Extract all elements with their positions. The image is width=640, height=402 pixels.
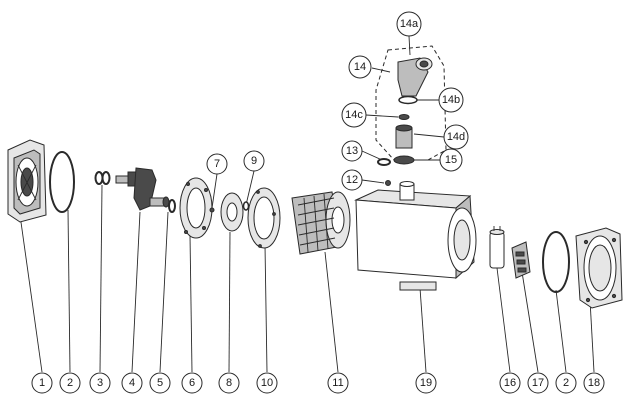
callout-17: 17 — [527, 372, 549, 394]
callout-bubbles: 1 2 3 4 5 6 7 8 — [31, 11, 605, 394]
svg-text:14b: 14b — [442, 94, 460, 106]
callout-2-left: 2 — [59, 372, 81, 394]
callout-15: 15 — [439, 148, 463, 172]
callout-14d: 14d — [443, 124, 469, 150]
svg-text:1: 1 — [39, 377, 45, 389]
leader-lines — [19, 35, 595, 373]
svg-text:13: 13 — [346, 145, 358, 157]
small-fittings-part — [377, 155, 415, 186]
svg-text:4: 4 — [129, 377, 135, 389]
front-cover-part — [7, 139, 47, 223]
callout-5: 5 — [149, 372, 171, 394]
svg-text:14d: 14d — [447, 131, 465, 143]
callout-14b: 14b — [438, 87, 464, 113]
svg-text:14a: 14a — [400, 18, 419, 30]
svg-text:12: 12 — [346, 174, 358, 186]
callout-14: 14 — [348, 55, 372, 79]
callout-1: 1 — [31, 372, 53, 394]
outlet-elbow-assembly-part — [395, 57, 433, 149]
callout-10: 10 — [256, 372, 278, 394]
svg-text:11: 11 — [332, 377, 343, 389]
small-rings-part — [94, 171, 111, 185]
svg-text:5: 5 — [157, 377, 163, 389]
small-ring-part — [168, 199, 176, 213]
svg-text:14: 14 — [354, 61, 366, 73]
disc-part — [220, 192, 244, 232]
callout-7: 7 — [206, 153, 228, 175]
svg-text:18: 18 — [588, 377, 600, 389]
svg-text:15: 15 — [445, 154, 457, 166]
callout-9: 9 — [243, 150, 265, 172]
svg-text:2: 2 — [67, 377, 73, 389]
callout-14c: 14c — [341, 102, 367, 128]
callout-14a: 14a — [396, 11, 422, 37]
gasket-plate-part — [179, 177, 213, 239]
intake-cage-part — [291, 191, 351, 255]
flange-ring-part — [247, 187, 281, 249]
callout-11: 11 — [327, 372, 349, 394]
washer-part — [242, 201, 250, 211]
callout-4: 4 — [121, 372, 143, 394]
callout-6: 6 — [181, 372, 203, 394]
pump-housing-part — [354, 181, 477, 291]
callout-2-right: 2 — [555, 372, 577, 394]
rear-cover-part — [575, 227, 623, 309]
svg-text:8: 8 — [226, 377, 232, 389]
svg-text:9: 9 — [251, 155, 257, 167]
callout-19: 19 — [415, 372, 437, 394]
impeller-shaft-part — [115, 167, 170, 211]
o-ring-right-part — [542, 231, 570, 293]
svg-text:19: 19 — [420, 377, 432, 389]
o-ring-left-part — [49, 151, 75, 213]
pin-part — [209, 207, 215, 213]
callout-13: 13 — [341, 140, 363, 162]
callout-3: 3 — [89, 372, 111, 394]
assembly-14-outline — [375, 45, 447, 161]
svg-text:10: 10 — [261, 377, 273, 389]
callout-16: 16 — [499, 372, 521, 394]
svg-text:16: 16 — [504, 377, 516, 389]
callout-12: 12 — [341, 169, 363, 191]
svg-text:2: 2 — [563, 377, 569, 389]
terminal-block-part — [511, 241, 531, 279]
svg-text:17: 17 — [532, 377, 544, 389]
svg-text:6: 6 — [189, 377, 195, 389]
svg-text:7: 7 — [214, 158, 220, 170]
callout-8: 8 — [218, 372, 240, 394]
svg-text:3: 3 — [97, 377, 103, 389]
capacitor-part — [489, 226, 505, 269]
callout-18: 18 — [583, 372, 605, 394]
svg-text:14c: 14c — [345, 109, 363, 121]
